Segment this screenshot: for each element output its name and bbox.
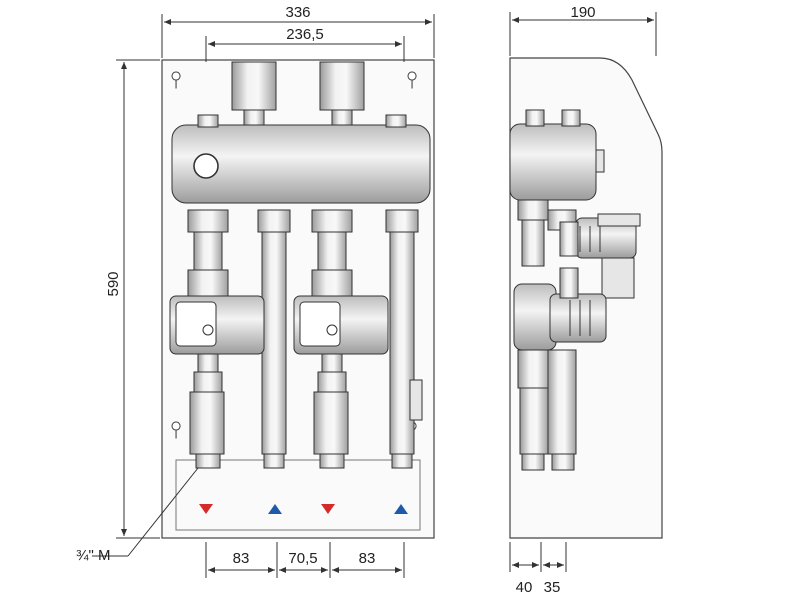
dim-height: 590 [105, 59, 160, 539]
manifold-side [509, 123, 597, 201]
dim-pipe-spacing-label: 236,5 [286, 26, 324, 43]
top-inlet-left [231, 61, 277, 111]
dim-total-width: 336 [161, 4, 435, 58]
dim-depth-label: 190 [570, 4, 595, 21]
pump-right [293, 295, 389, 373]
pump-motor-lower [513, 267, 607, 351]
top-inlet-right [319, 61, 365, 111]
gauge-icon [193, 153, 219, 179]
dim-offsets: 40 35 [509, 542, 567, 596]
front-view: 336 236,5 590 83 70,5 83 [76, 4, 435, 578]
dim-offset-b-label: 35 [544, 579, 561, 596]
flow-arrows [199, 504, 408, 514]
dim-depth: 190 [509, 4, 657, 56]
connection-label: ¾" M [76, 547, 111, 564]
pump-motor-upper [559, 213, 641, 299]
manifold-block [171, 124, 431, 204]
dim-offset-a-label: 40 [516, 579, 533, 596]
dim-bottom-right-label: 83 [359, 550, 376, 567]
dim-total-width-label: 336 [285, 4, 310, 21]
dim-height-label: 590 [105, 271, 122, 296]
pipe-columns [187, 209, 423, 469]
pump-left [169, 295, 265, 373]
return-arrow-icon [394, 504, 408, 514]
connection-callout: ¾" M [76, 467, 199, 564]
side-view: 190 40 35 [509, 4, 663, 596]
dim-bottom: 83 70,5 83 [205, 542, 405, 578]
dim-pipe-spacing: 236,5 [205, 26, 405, 62]
dim-bottom-left-label: 83 [233, 550, 250, 567]
supply-arrow-icon [321, 504, 335, 514]
supply-arrow-icon [199, 504, 213, 514]
return-arrow-icon [268, 504, 282, 514]
dim-bottom-mid-label: 70,5 [288, 550, 317, 567]
